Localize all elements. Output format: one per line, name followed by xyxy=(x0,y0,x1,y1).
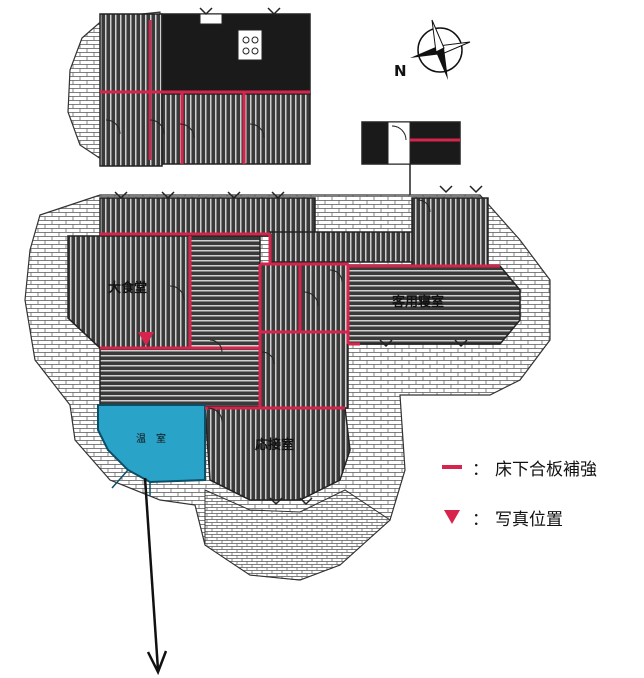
reinforcement-line-swatch xyxy=(442,465,462,469)
greenhouse-room xyxy=(97,404,206,484)
photo-marker-swatch xyxy=(444,510,460,524)
legend-separator: ： xyxy=(472,459,489,480)
legend-photo-position: ： 写真位置 xyxy=(436,502,644,532)
photo-direction-arrow xyxy=(143,477,168,676)
north-wing xyxy=(67,11,311,167)
reinforcement-lines xyxy=(100,232,500,410)
main-body xyxy=(24,7,551,581)
room-label-dining: 大食堂 xyxy=(108,280,147,296)
legend-reinforcement-label: 床下合板補強 xyxy=(495,459,597,480)
legend-photo-position-label: 写真位置 xyxy=(495,509,563,530)
compass-north-label: N xyxy=(394,62,407,80)
room-label-reception: 応接室 xyxy=(255,437,294,453)
northeast-annex xyxy=(361,121,461,200)
legend-reinforcement: ： 床下合板補強 xyxy=(436,452,644,482)
photo-position-marker xyxy=(138,332,154,346)
compass-icon: N xyxy=(394,19,471,80)
room-label-greenhouse: 温 室 xyxy=(136,432,166,445)
room-label-guest-bedroom: 客用寝室 xyxy=(392,294,444,310)
legend-separator: ： xyxy=(472,509,489,530)
